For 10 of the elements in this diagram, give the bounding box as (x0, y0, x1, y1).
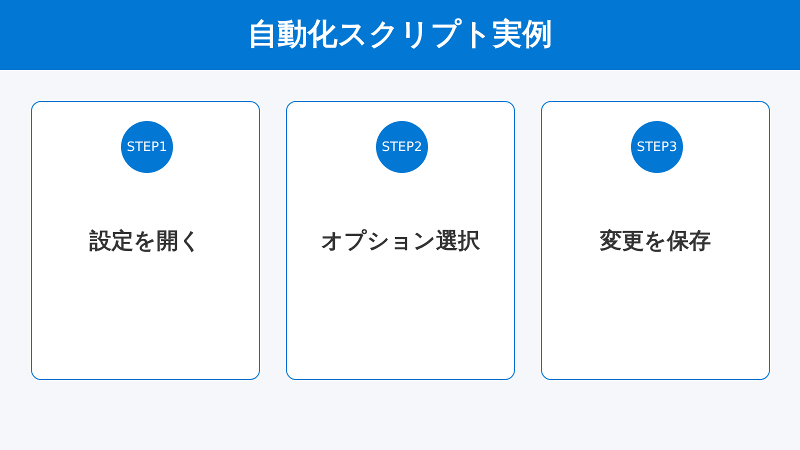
title-banner: 自動化スクリプト実例 (0, 0, 800, 70)
step-card (541, 101, 770, 380)
step-title: 設定を開く (88, 228, 202, 256)
step-marker: STEP2 (376, 121, 428, 173)
step-title: オプション選択 (320, 228, 481, 256)
step-card (286, 101, 515, 380)
step-marker: STEP1 (121, 121, 173, 173)
step-title: 変更を保存 (598, 228, 712, 256)
step-marker: STEP3 (631, 121, 683, 173)
step-card (31, 101, 260, 380)
